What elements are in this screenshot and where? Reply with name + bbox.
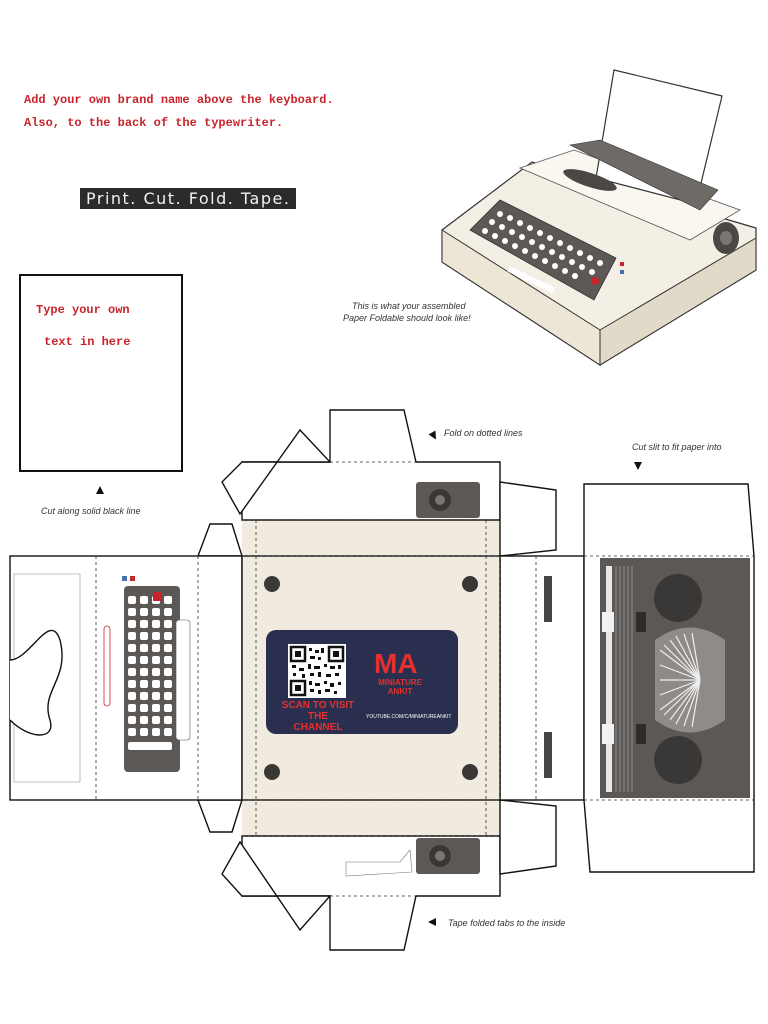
scan-text-line-1: SCAN TO VISIT THE <box>281 700 355 722</box>
note-assembled-2: Paper Foldable should look like! <box>343 313 471 323</box>
arrow-up-icon <box>96 486 104 494</box>
arrow-left-icon <box>428 918 436 926</box>
banner-print-cut-fold-tape: Print. Cut. Fold. Tape. <box>80 188 297 209</box>
brand-logo-ma: MA <box>374 648 418 679</box>
note-tape-tabs: Tape folded tabs to the inside <box>448 918 566 928</box>
note-cut-solid: Cut along solid black line <box>41 506 141 516</box>
paper-card: Type your own text in here <box>19 274 183 472</box>
channel-url[interactable]: YOUTUBE.COM/C/MINIATUREANKIT <box>366 714 452 720</box>
qr-code-icon <box>289 645 345 697</box>
instruction-line-1: Add your own brand name above the keyboa… <box>24 93 334 107</box>
note-assembled-1: This is what your assembled <box>352 301 466 311</box>
instruction-line-2: Also, to the back of the typewriter. <box>24 116 284 130</box>
brand-card[interactable]: SCAN TO VISIT THE CHANNEL MA MINIATURE A… <box>266 630 458 734</box>
qr-code-icon[interactable] <box>288 644 346 698</box>
note-fold-dotted: Fold on dotted lines <box>444 428 523 438</box>
scan-text-line-2: CHANNEL <box>293 722 343 733</box>
arrow-down-icon <box>634 462 642 470</box>
brand-logo-subtitle: MINIATURE ANKIT <box>378 678 422 696</box>
note-cut-slit: Cut slit to fit paper into <box>632 442 722 452</box>
paper-card-line-1: Type your own <box>36 303 130 317</box>
paper-card-line-2: text in here <box>44 335 131 349</box>
